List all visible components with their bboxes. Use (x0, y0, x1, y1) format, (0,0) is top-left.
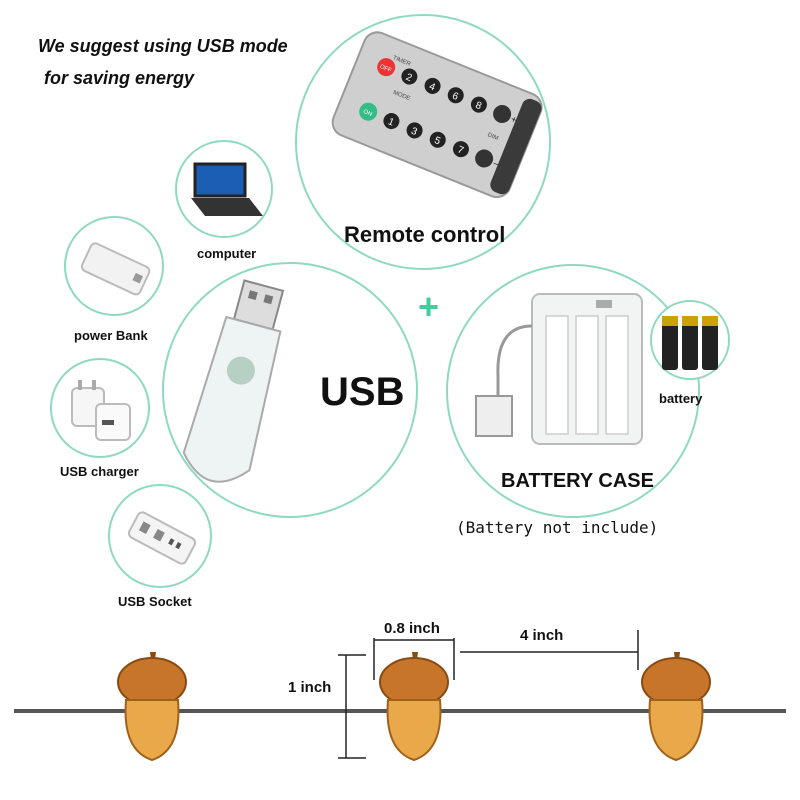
acorn-light-3 (641, 652, 711, 762)
acorn-light-2 (379, 652, 449, 762)
usb-socket-label: USB Socket (118, 594, 192, 609)
battery-case-icon (475, 293, 643, 445)
height-dimension-label: 1 inch (288, 679, 332, 696)
width-dimension-label: 0.8 inch (384, 620, 440, 637)
remote-key-plus: + (509, 114, 519, 126)
remote-key-5: 5 (433, 135, 443, 147)
aa-batteries-icon (662, 316, 718, 370)
remote-key-3: 3 (409, 126, 419, 138)
battery-case-circle: BATTERY CASE (446, 264, 700, 518)
remote-key-2: 2 (404, 72, 414, 84)
battery-label: battery (659, 391, 703, 406)
tagline-line1: We suggest using USB mode (38, 36, 288, 56)
laptop-icon (191, 162, 263, 216)
usb-charger-icon (71, 380, 131, 441)
tagline-line2: for saving energy (44, 68, 195, 88)
acorn-lights-diagram (14, 630, 786, 762)
remote-control-label: Remote control (344, 222, 506, 247)
acorn-light-1 (117, 652, 187, 762)
remote-key-off: OFF (379, 64, 393, 74)
remote-key-7: 7 (456, 144, 466, 156)
remote-key-4: 4 (427, 81, 437, 93)
power-bank-label: power Bank (74, 328, 148, 343)
usb-dongle-icon (182, 279, 285, 483)
power-strip-icon (127, 511, 197, 565)
remote-key-dim: DIM (487, 132, 499, 142)
computer-circle (175, 140, 273, 238)
power-bank-icon (80, 242, 151, 296)
spacing-dimension-label: 4 inch (520, 627, 564, 644)
plus-sign: + (418, 286, 440, 327)
battery-circle (650, 300, 730, 380)
remote-key-1: 1 (386, 116, 396, 128)
computer-label: computer (197, 246, 257, 261)
remote-key-on: ON (362, 109, 373, 118)
remote-key-minus: − (491, 159, 501, 171)
battery-not-included-note: (Battery not include) (456, 518, 659, 537)
battery-case-label: BATTERY CASE (501, 470, 654, 492)
remote-key-6: 6 (451, 91, 461, 103)
usb-socket-circle (108, 484, 212, 588)
usb-circle: USB (162, 262, 418, 518)
usb-charger-label: USB charger (60, 464, 139, 479)
power-bank-circle (64, 216, 164, 316)
remote-control-icon: 2 4 6 8 1 3 5 7 OFF ON MODE TIMER DIM + … (331, 31, 543, 199)
usb-charger-circle (50, 358, 150, 458)
usb-label: USB (320, 370, 405, 414)
remote-key-8: 8 (474, 100, 484, 112)
remote-control-circle: 2 4 6 8 1 3 5 7 OFF ON MODE TIMER DIM + … (295, 14, 551, 270)
